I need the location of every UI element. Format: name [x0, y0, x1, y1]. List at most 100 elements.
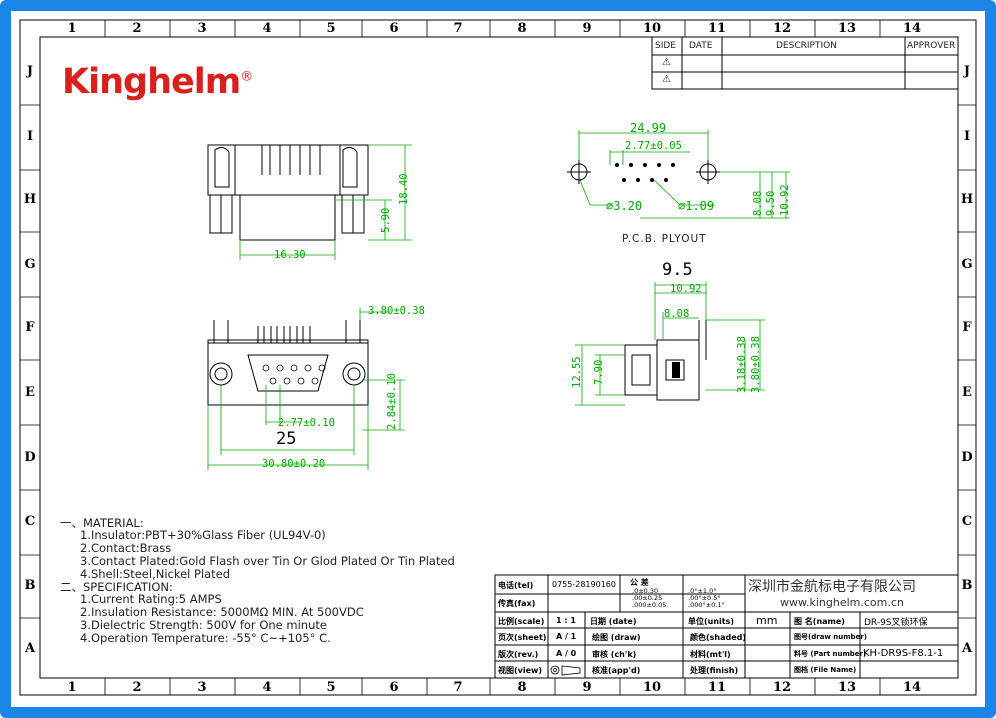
zone-letter-right: H — [960, 192, 974, 207]
zone-number-bottom: 3 — [197, 680, 207, 695]
material-title: 一、MATERIAL: — [60, 516, 144, 530]
zone-number-bottom: 2 — [132, 680, 142, 695]
material-line-1: 1.Insulator:PBT+30%Glass Fiber (UL94V-0) — [80, 528, 326, 542]
draw-number-label: 图号(draw number) — [794, 633, 867, 641]
approve-label: 核准(app'd) — [592, 666, 641, 675]
material-line-4: 4.Shell:Steel,Nickel Plated — [80, 567, 231, 581]
shaded-label: 颜色(shaded) — [690, 633, 747, 642]
company-name: 深圳市金航标电子有限公司 — [748, 579, 916, 595]
zone-letter-left: C — [24, 514, 36, 529]
zone-letter-right: C — [961, 514, 973, 529]
tel-value: 0755-28190160 — [552, 580, 616, 589]
dim-side-p1: 3.18±0.38 — [736, 336, 748, 393]
zone-number-top: 1 — [67, 21, 77, 36]
tolerance-label: 公 差 — [630, 578, 649, 587]
name-label: 图 名(name) — [794, 617, 845, 626]
zone-number-bottom: 14 — [902, 680, 922, 695]
zone-letter-left: F — [25, 320, 35, 335]
tolerance-6: .000°±0.1° — [688, 601, 725, 609]
zone-number-top: 12 — [772, 21, 792, 36]
zone-letter-right: G — [961, 257, 973, 272]
zone-letter-left: H — [23, 192, 37, 207]
zone-number-top: 9 — [582, 21, 592, 36]
dim-pcb-hole-small: ⌀1.09 — [678, 199, 715, 213]
finish-label: 处理(finish) — [690, 666, 739, 675]
fax-label: 传真(fax) — [498, 599, 536, 608]
part-number-label: 料号 (Part number) — [794, 650, 867, 658]
check-label: 审核 (ch'k) — [592, 650, 637, 659]
zone-number-bottom: 9 — [582, 680, 592, 695]
zone-letter-right: I — [963, 129, 971, 144]
zone-number-top: 10 — [642, 21, 662, 36]
tolerance-5: .00°±0.5° — [688, 594, 721, 602]
company-website: www.kinghelm.com.cn — [780, 596, 904, 609]
date-label: 日期 (date) — [590, 617, 637, 626]
dim-front-lower: 5.90 — [380, 207, 392, 233]
tel-label: 电话(tel) — [498, 581, 534, 590]
drawing-name: DR-9S叉锁环保 — [864, 618, 928, 628]
dim-front-width: 16.30 — [274, 249, 306, 261]
material-line-2: 2.Contact:Brass — [80, 541, 172, 555]
dim-side-10: 10.92 — [670, 283, 702, 295]
zone-number-bottom: 12 — [772, 680, 792, 695]
zone-letter-left: J — [26, 64, 34, 79]
zone-number-bottom: 4 — [262, 680, 272, 695]
rev-header-date: DATE — [689, 41, 713, 51]
rev-row-1-side: ⚠ — [662, 57, 671, 68]
units-label: 单位(units) — [688, 617, 735, 626]
zone-letter-right: D — [961, 450, 973, 465]
dim-face-row: 2.84±0.10 — [386, 373, 398, 430]
zone-number-top: 6 — [389, 21, 399, 36]
zone-letter-right: J — [963, 64, 971, 79]
dim-face-pin-offset: 3.80±0.38 — [368, 305, 425, 317]
spec-line-4: 4.Operation Temperature: -55° C~+105° C. — [80, 631, 331, 645]
rev-value: A / 0 — [556, 649, 577, 658]
material-line-3: 3.Contact Plated:Gold Flash over Tin Or … — [80, 554, 455, 568]
dim-side-h1: 12.55 — [571, 356, 583, 388]
view-label: 视图(view) — [498, 666, 543, 675]
zone-number-top: 8 — [517, 21, 527, 36]
zone-number-top: 7 — [453, 21, 463, 36]
zone-number-top: 4 — [262, 21, 272, 36]
zone-letter-left: G — [24, 257, 36, 272]
dim-front-height: 18.40 — [398, 173, 410, 205]
pcb-layout-label: P.C.B. PLYOUT — [622, 233, 707, 245]
zone-number-bottom: 6 — [389, 680, 399, 695]
zone-number-bottom: 1 — [67, 680, 77, 695]
zone-number-top: 2 — [132, 21, 142, 36]
dim-side-h2: 7.90 — [593, 359, 605, 385]
zone-letter-right: E — [962, 385, 972, 400]
zone-number-bottom: 11 — [707, 680, 727, 695]
zone-number-bottom: 8 — [517, 680, 527, 695]
zone-number-bottom: 13 — [837, 680, 857, 695]
dim-side-8: 8.08 — [664, 308, 690, 320]
dim-pcb-v2: 9.50 — [765, 190, 777, 216]
zone-number-bottom: 7 — [453, 680, 463, 695]
zone-letter-left: I — [26, 129, 34, 144]
zone-number-top: 3 — [197, 21, 207, 36]
dim-pcb-pitch: 2.77±0.05 — [625, 140, 682, 152]
rev-header-description: DESCRIPTION — [776, 41, 837, 51]
zone-number-top: 11 — [707, 21, 727, 36]
zone-number-bottom: 10 — [642, 680, 662, 695]
tolerance-4: .0°±1.0° — [688, 587, 717, 595]
sheet-value: A / 1 — [556, 632, 577, 641]
zone-letter-left: D — [24, 450, 36, 465]
rev-label: 版次(rev.) — [498, 650, 539, 659]
spec-line-2: 2.Insulation Resistance: 5000MΩ MIN. At … — [80, 605, 364, 619]
spec-line-1: 1.Current Rating:5 AMPS — [80, 592, 222, 606]
zone-number-top: 14 — [902, 21, 922, 36]
scale-label: 比例(scale) — [498, 617, 545, 626]
dim-side-top: 9.5 — [662, 260, 693, 280]
zone-number-top: 13 — [837, 21, 857, 36]
zone-number-bottom: 5 — [326, 680, 336, 695]
dim-face-holes: 25 — [276, 429, 297, 449]
zone-number-top: 5 — [326, 21, 336, 36]
spec-title: 二、SPECIFICATION: — [60, 580, 173, 594]
dim-face-total: 30.80±0.20 — [262, 458, 326, 470]
zone-letter-right: A — [961, 641, 973, 656]
part-number: KH-DR9S-F8.1-1 — [863, 648, 944, 659]
dim-pcb-v1: 8.08 — [752, 190, 764, 216]
